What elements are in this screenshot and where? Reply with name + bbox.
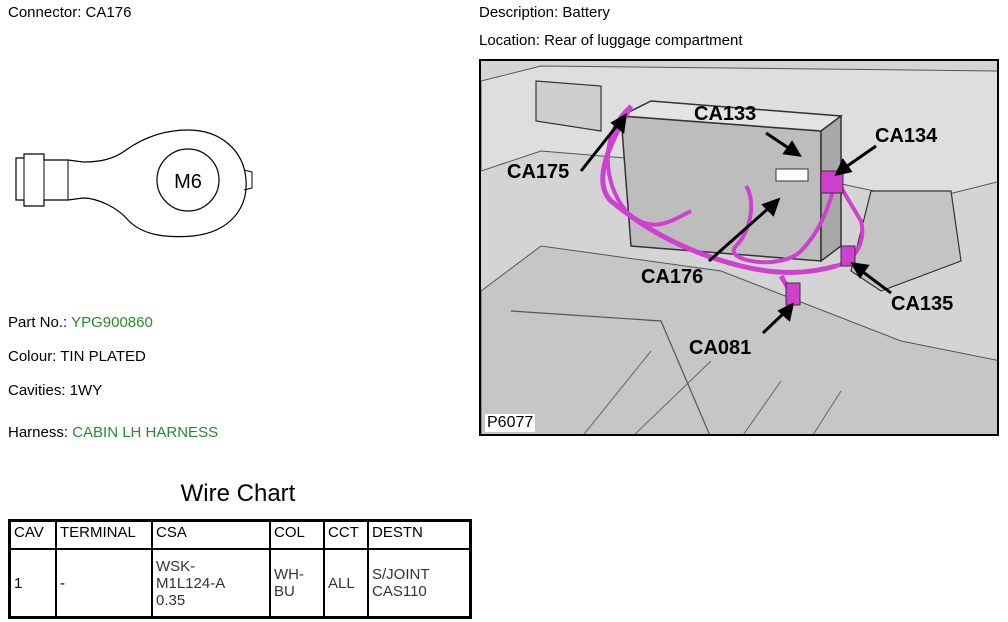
cell-cct: ALL [323,548,369,619]
connector-label: Connector: [8,4,82,21]
cell-destn: S/JOINT CAS110 [367,548,472,619]
header-col: COL [269,519,325,550]
cell-col: WH- BU [269,548,325,619]
figure-id: P6077 [485,414,536,432]
cell-terminal: - [55,548,153,619]
header-csa: CSA [151,519,271,550]
stud-size-label: M6 [174,171,202,193]
connector-heading: Connector: CA176 [8,4,131,21]
table-row: 1 - WSK- M1L124-A 0.35 WH- BU ALL S/JOIN… [8,548,472,619]
colour-label: Colour: [8,348,57,365]
location-value: Rear of luggage compartment [544,32,743,49]
callout-ca175: CA175 [507,161,570,183]
harness-link[interactable]: CABIN LH HARNESS [72,424,219,441]
wire-chart-title: Wire Chart [180,480,296,507]
ring-terminal-drawing: M6 [8,128,258,243]
location-illustration: CA133 CA134 CA175 CA176 CA135 CA081 P607… [479,59,999,436]
description-row: Description: Battery [479,4,610,21]
callout-ca133: CA133 [694,103,757,125]
callout-ca081: CA081 [689,337,752,359]
location-label: Location: [479,32,540,49]
callout-ca176: CA176 [641,266,704,288]
wire-chart-header-row: CAV TERMINAL CSA COL CCT DESTN [8,519,472,550]
colour-row: Colour: TIN PLATED [8,348,146,365]
description-label: Description: [479,4,559,21]
colour-value: TIN PLATED [60,348,146,365]
header-destn: DESTN [367,519,472,550]
callout-ca134: CA134 [875,125,938,147]
cavities-label: Cavities: [8,382,66,399]
cell-csa: WSK- M1L124-A 0.35 [151,548,271,619]
wire-chart-table: CAV TERMINAL CSA COL CCT DESTN 1 - WSK- … [8,519,472,619]
header-cct: CCT [323,519,369,550]
cavities-value: 1WY [69,382,103,399]
part-number-link[interactable]: YPG900860 [71,314,153,331]
callout-ca135: CA135 [891,293,954,315]
part-number-row: Part No.: YPG900860 [8,314,153,331]
harness-label: Harness: [8,424,69,441]
connector-value: CA176 [85,4,132,21]
part-number-label: Part No.: [8,314,68,331]
cell-cav: 1 [8,548,57,619]
harness-row: Harness: CABIN LH HARNESS [8,424,218,441]
description-value: Battery [562,4,610,21]
header-cav: CAV [8,519,57,550]
location-row: Location: Rear of luggage compartment [479,32,743,49]
cavities-row: Cavities: 1WY [8,382,102,399]
header-terminal: TERMINAL [55,519,153,550]
